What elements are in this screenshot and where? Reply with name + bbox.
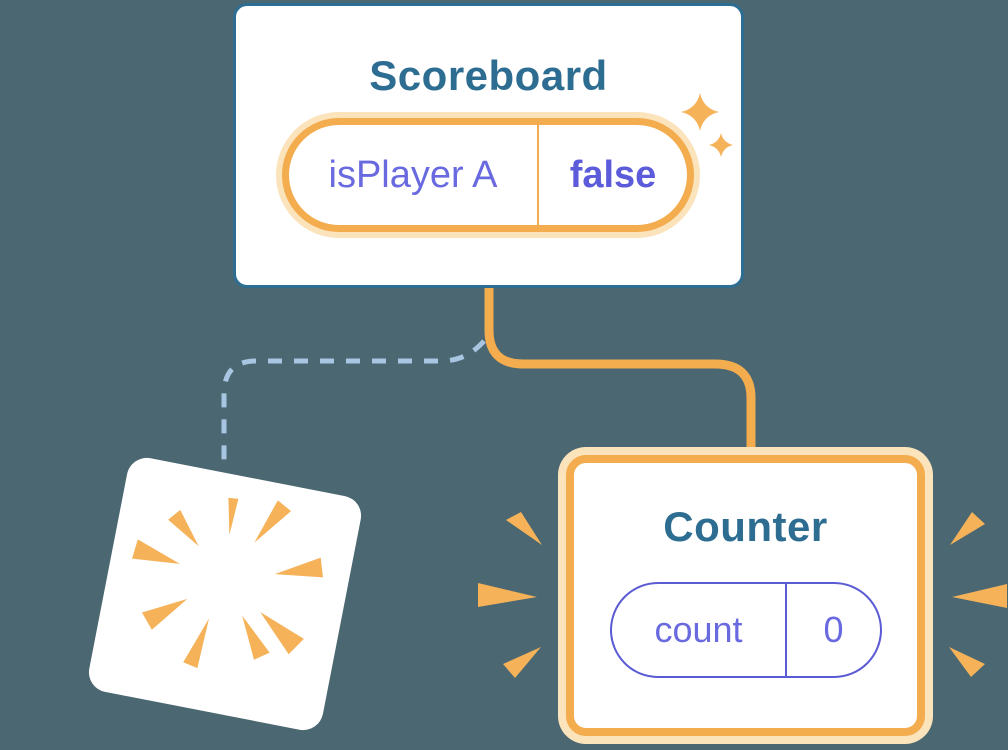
counter-state-value: 0 [823,609,844,650]
scoreboard-state-pill: isPlayer A false [282,118,694,232]
scoreboard-state-value: false [569,153,657,196]
emphasis-burst-icon-right [949,512,1007,677]
emphasis-burst-icon-left [478,512,542,678]
dashed-connector-line [221,339,486,464]
counter-title: Counter [663,503,828,550]
counter-state-key: count [654,609,743,650]
destroyed-component-card [85,454,365,734]
scoreboard-component-card: Scoreboard isPlayer A false [233,3,744,288]
counter-component-card: Counter count 0 [566,455,925,736]
scoreboard-state-key: isPlayer A [328,153,498,196]
orange-connector-line [484,287,756,458]
scoreboard-title: Scoreboard [369,52,608,99]
counter-state-pill: count 0 [610,582,882,678]
poof-burst-icon [132,497,323,669]
